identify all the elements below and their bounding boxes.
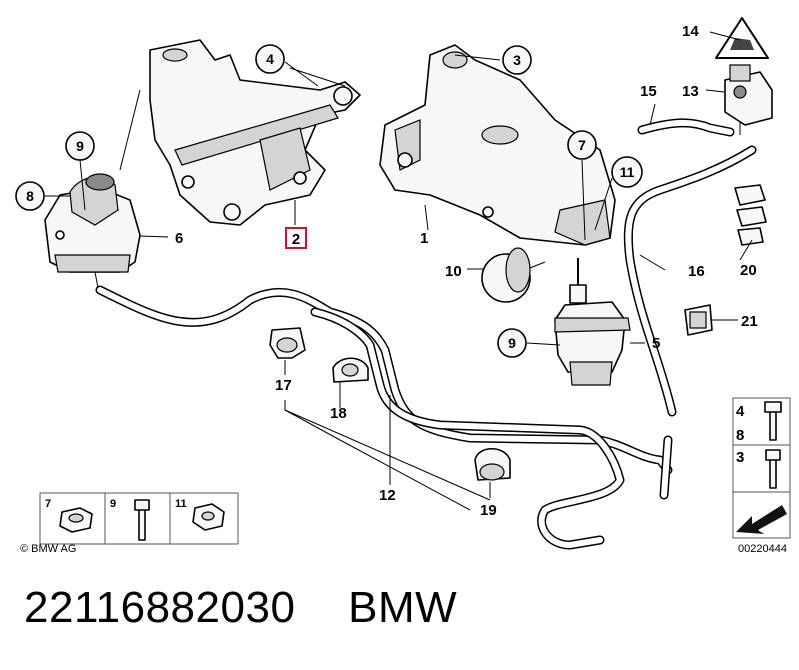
bolt-4-8-icon <box>764 401 782 441</box>
clip-18 <box>332 357 369 383</box>
callout-9-right: 9 <box>497 328 527 358</box>
label-6: 6 <box>175 230 183 247</box>
bolt-3-icon <box>765 449 781 489</box>
label-13: 13 <box>682 83 699 100</box>
part-number: 22116882030 <box>24 583 296 632</box>
engine-mount-6 <box>44 173 141 289</box>
vacuum-hose-16 <box>623 145 757 417</box>
label-5: 5 <box>652 335 660 352</box>
vacuum-valve-13 <box>724 64 773 135</box>
label-18: 18 <box>330 405 347 422</box>
copyright: © BMW AG <box>20 543 76 555</box>
vacuum-hose-15 <box>637 118 735 137</box>
label-21: 21 <box>741 313 758 330</box>
callouts: 4 3 9 8 7 11 9 <box>15 44 643 358</box>
clips-20 <box>734 184 767 246</box>
warning-label-14 <box>715 17 769 59</box>
brand-name: BMW <box>348 583 458 632</box>
arrow-icon <box>736 505 787 534</box>
plain-labels: 2 6 1 10 5 15 13 14 16 20 21 17 18 12 19 <box>175 23 758 519</box>
svg-text:9: 9 <box>76 138 84 154</box>
label-20: 20 <box>740 262 757 279</box>
image-number: 00220444 <box>738 543 787 555</box>
svg-text:9: 9 <box>508 335 516 351</box>
highlighted-part-box <box>285 227 307 249</box>
clip-21 <box>684 304 713 336</box>
footer: 22116882030 BMW <box>24 583 457 643</box>
bolt-box: 4 8 3 <box>732 397 791 539</box>
callout-8: 8 <box>15 181 45 211</box>
rubber-damper-10 <box>481 247 546 303</box>
svg-text:7: 7 <box>578 137 586 153</box>
fastener-box: 7 9 11 <box>39 492 239 545</box>
bolt-label-8: 8 <box>736 427 744 444</box>
bolt-icon <box>134 499 150 541</box>
label-10: 10 <box>445 263 462 280</box>
svg-text:8: 8 <box>26 188 34 204</box>
callout-9-left: 9 <box>65 131 95 161</box>
svg-text:3: 3 <box>513 52 521 68</box>
bolt-label-3: 3 <box>736 449 744 466</box>
engine-mount-5 <box>554 258 631 386</box>
label-15: 15 <box>640 83 657 100</box>
svg-text:11: 11 <box>620 164 635 180</box>
leader-lines <box>45 31 753 511</box>
callout-3: 3 <box>502 45 532 75</box>
parts-diagram: 4 3 9 8 7 11 9 2 6 1 10 5 15 13 14 16 20… <box>15 17 791 555</box>
label-16: 16 <box>688 263 705 280</box>
vacuum-line-12 <box>95 285 673 550</box>
fastener-label-11: 11 <box>175 498 187 510</box>
label-14: 14 <box>682 23 699 40</box>
label-1: 1 <box>420 230 428 247</box>
label-17: 17 <box>275 377 292 394</box>
svg-text:4: 4 <box>266 51 274 67</box>
label-19: 19 <box>480 502 497 519</box>
label-12: 12 <box>379 487 396 504</box>
bolt-label-4: 4 <box>736 403 745 420</box>
callout-11: 11 <box>611 156 643 188</box>
label-2: 2 <box>292 231 300 248</box>
callout-7: 7 <box>567 130 597 160</box>
fastener-label-9: 9 <box>110 498 116 510</box>
clip-17 <box>269 327 306 359</box>
fastener-label-7: 7 <box>45 498 51 510</box>
callout-4: 4 <box>255 44 285 74</box>
engine-support-bracket-2 <box>149 39 361 226</box>
clip-19 <box>474 447 511 481</box>
